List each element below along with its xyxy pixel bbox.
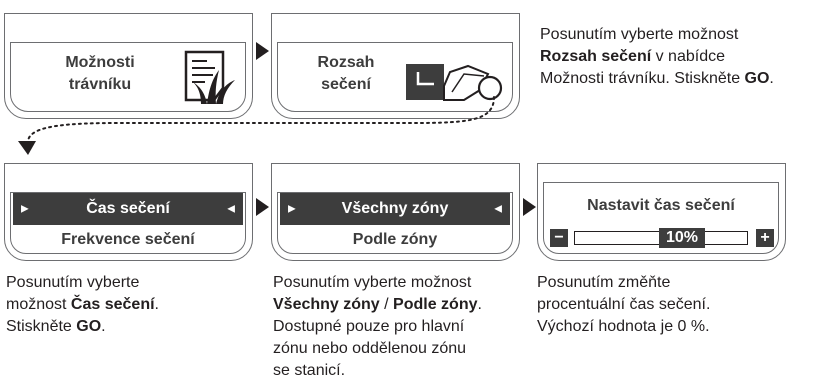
- plus-icon[interactable]: +: [756, 229, 774, 247]
- caret-right-icon: ▶: [288, 203, 296, 215]
- menu-option-row[interactable]: Frekvence sečení: [61, 231, 195, 248]
- set-mowing-time-screen: Nastavit čas sečení − 10% +: [537, 163, 786, 261]
- zone-selection-menu-inner: ▶ Všechny zóny ◀ Podle zóny: [277, 192, 513, 254]
- dotted-connector-arrow: [18, 96, 495, 155]
- mowing-time-value: 10%: [659, 228, 705, 248]
- mowing-time-menu-inner: ▶ Čas sečení ◀ Frekvence sečení: [10, 192, 246, 254]
- mowing-time-menu: ▶ Čas sečení ◀ Frekvence sečení: [4, 163, 253, 261]
- arrow-right-icon: [256, 198, 269, 216]
- menu-option-row[interactable]: Podle zóny: [352, 231, 438, 248]
- mowing-range-label: Rozsah sečení: [317, 54, 375, 93]
- lawn-document-icon: [184, 50, 235, 104]
- desc-zone-selection: Posunutím vyberte možnost Všechny zóny /…: [273, 274, 482, 379]
- minus-icon[interactable]: −: [550, 229, 568, 247]
- desc-set-mowing-time: Posunutím změňte procentuální čas sečení…: [537, 274, 711, 335]
- mowing-time-bar[interactable]: 10%: [574, 228, 748, 248]
- set-mowing-time-inner: Nastavit čas sečení − 10% +: [543, 182, 779, 254]
- arrow-right-icon: [523, 198, 536, 216]
- mower-zone-icon: [406, 64, 503, 101]
- caret-left-icon: ◀: [227, 203, 235, 215]
- arrow-right-icon: [256, 42, 269, 60]
- desc-mowing-time: Posunutím vyberte možnost Čas sečení. St…: [6, 274, 159, 335]
- lawn-options-label: Možnosti trávníku: [65, 54, 135, 93]
- caret-right-icon: ▶: [21, 203, 29, 215]
- set-mowing-time-title: Nastavit čas sečení: [587, 197, 735, 214]
- top-instruction: Posunutím vyberte možnost Rozsah sečení …: [540, 26, 774, 87]
- zone-selection-menu: ▶ Všechny zóny ◀ Podle zóny: [271, 163, 520, 261]
- menu-selected-row[interactable]: ▶ Všechny zóny ◀: [280, 193, 510, 225]
- caret-left-icon: ◀: [494, 203, 502, 215]
- menu-selected-row[interactable]: ▶ Čas sečení ◀: [13, 193, 243, 225]
